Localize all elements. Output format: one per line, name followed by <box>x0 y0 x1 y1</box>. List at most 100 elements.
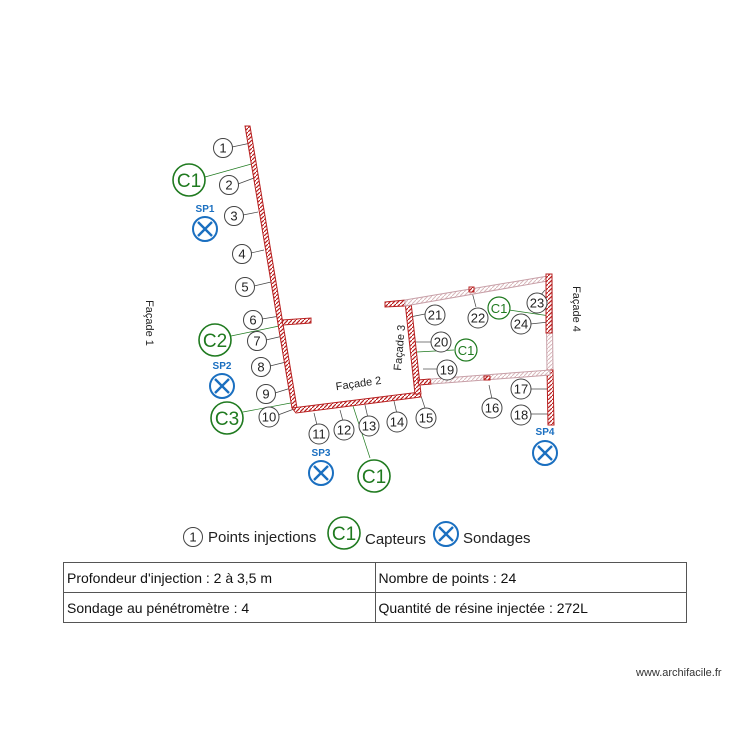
capteur-marker: C1 <box>454 338 478 362</box>
sondage-sp3: SP3 <box>308 448 334 486</box>
table-cell: Sondage au pénétromètre : 4 <box>63 592 376 623</box>
point-marker: 10 <box>258 406 280 428</box>
point-marker: 11 <box>308 423 330 445</box>
injection-points: 1 2 3 4 5 6 7 8 9 10 11 12 13 14 15 16 1… <box>213 138 548 445</box>
point-number: 20 <box>434 335 448 350</box>
capteur-label: C1 <box>177 171 201 192</box>
capteur-marker: C3 <box>210 401 244 435</box>
point-number: 7 <box>253 334 260 349</box>
capteur-label: C1 <box>362 467 386 488</box>
point-number: 5 <box>241 280 248 295</box>
sondage-icon <box>532 440 558 466</box>
table-row: Sondage au pénétromètre : 4 Quantité de … <box>63 592 687 623</box>
watermark: www.archifacile.fr <box>636 667 722 679</box>
sondage-sp4: SP4 <box>532 427 558 466</box>
table-cell: Quantité de résine injectée : 272L <box>374 592 687 623</box>
point-number: 3 <box>230 209 237 224</box>
point-marker: 6 <box>243 310 263 330</box>
point-number: 15 <box>419 411 433 426</box>
point-number: 17 <box>514 382 528 397</box>
capteurs: C1 C2 C3 C1 C1 C1 <box>172 163 511 493</box>
point-marker: 17 <box>510 378 532 400</box>
legend-capteur-label: C1 <box>332 524 356 545</box>
point-marker: 24 <box>510 313 532 335</box>
point-marker: 23 <box>526 292 548 314</box>
sondage-sp2: SP2 <box>209 361 235 399</box>
point-marker: 5 <box>235 277 255 297</box>
point-marker: 9 <box>256 384 276 404</box>
point-number: 12 <box>337 423 351 438</box>
point-number: 21 <box>428 308 442 323</box>
sondage-icon <box>308 460 334 486</box>
capteur-label: C3 <box>215 409 239 430</box>
wall-facade-4-lower <box>546 369 555 426</box>
wall-facade-4-upper <box>545 273 553 334</box>
point-number: 18 <box>514 408 528 423</box>
legend-capteurs-label: Capteurs <box>365 531 426 548</box>
point-marker: 1 <box>213 138 233 158</box>
legend-points-label: Points injections <box>208 529 316 546</box>
point-number: 6 <box>249 313 256 328</box>
point-marker: 15 <box>415 407 437 429</box>
legend-capteur-symbol: C1 <box>327 516 361 550</box>
capteur-marker: C2 <box>198 323 232 357</box>
point-number: 13 <box>362 419 376 434</box>
legend-sondage-icon <box>433 521 459 547</box>
point-number: 10 <box>262 410 276 425</box>
point-marker: 3 <box>224 206 244 226</box>
point-marker: 18 <box>510 404 532 426</box>
point-marker: 19 <box>436 359 458 381</box>
point-number: 4 <box>238 247 245 262</box>
info-table: Profondeur d'injection : 2 à 3,5 m Nombr… <box>63 562 687 623</box>
legend-point-number: 1 <box>189 530 196 545</box>
sondage-label: SP2 <box>213 361 232 372</box>
capteur-label: C1 <box>458 343 475 358</box>
point-number: 24 <box>514 317 528 332</box>
wall-tick-16 <box>483 375 491 381</box>
wall-tick-22 <box>468 286 475 293</box>
facade-label-4: Façade 4 <box>570 286 582 332</box>
sondage-icon <box>209 373 235 399</box>
point-marker: 4 <box>232 244 252 264</box>
point-marker: 21 <box>424 304 446 326</box>
legend-point-symbol: 1 <box>183 527 203 547</box>
point-marker: 12 <box>333 419 355 441</box>
point-marker: 20 <box>430 331 452 353</box>
point-number: 2 <box>225 178 232 193</box>
legend: 1 Points injections C1 Capteurs Sondages <box>183 516 531 550</box>
point-marker: 22 <box>467 307 489 329</box>
sondage-icon <box>192 216 218 242</box>
wall-top-left <box>384 299 406 308</box>
point-number: 23 <box>530 296 544 311</box>
point-marker: 14 <box>386 411 408 433</box>
sondages: SP1 SP2 SP3 SP4 <box>192 204 558 486</box>
table-cell: Nombre de points : 24 <box>374 562 687 593</box>
facade-label-3: Façade 3 <box>392 324 408 371</box>
wall-facade-2 <box>291 391 422 414</box>
point-number: 16 <box>485 401 499 416</box>
point-number: 22 <box>471 311 485 326</box>
point-marker: 8 <box>251 357 271 377</box>
legend-sondages-label: Sondages <box>463 530 531 547</box>
capteur-marker: C1 <box>357 459 391 493</box>
point-number: 19 <box>440 363 454 378</box>
facade-label-1: Façade 1 <box>143 300 155 346</box>
sondage-label: SP1 <box>196 204 215 215</box>
wall-top <box>404 275 549 307</box>
sondage-label: SP3 <box>312 448 331 459</box>
point-marker: 2 <box>219 175 239 195</box>
facade-label-2: Façade 2 <box>335 375 382 393</box>
table-cell: Profondeur d'injection : 2 à 3,5 m <box>63 562 376 593</box>
walls <box>244 125 555 426</box>
sondage-sp1: SP1 <box>192 204 218 242</box>
table-row: Profondeur d'injection : 2 à 3,5 m Nombr… <box>63 562 687 593</box>
capteur-label: C2 <box>203 331 227 352</box>
point-number: 9 <box>262 387 269 402</box>
wall-stub <box>281 317 312 326</box>
point-number: 14 <box>390 415 404 430</box>
point-number: 8 <box>257 360 264 375</box>
wall-bottom-red <box>417 378 432 386</box>
sondage-label: SP4 <box>536 427 555 438</box>
capteur-marker: C1 <box>487 296 511 320</box>
